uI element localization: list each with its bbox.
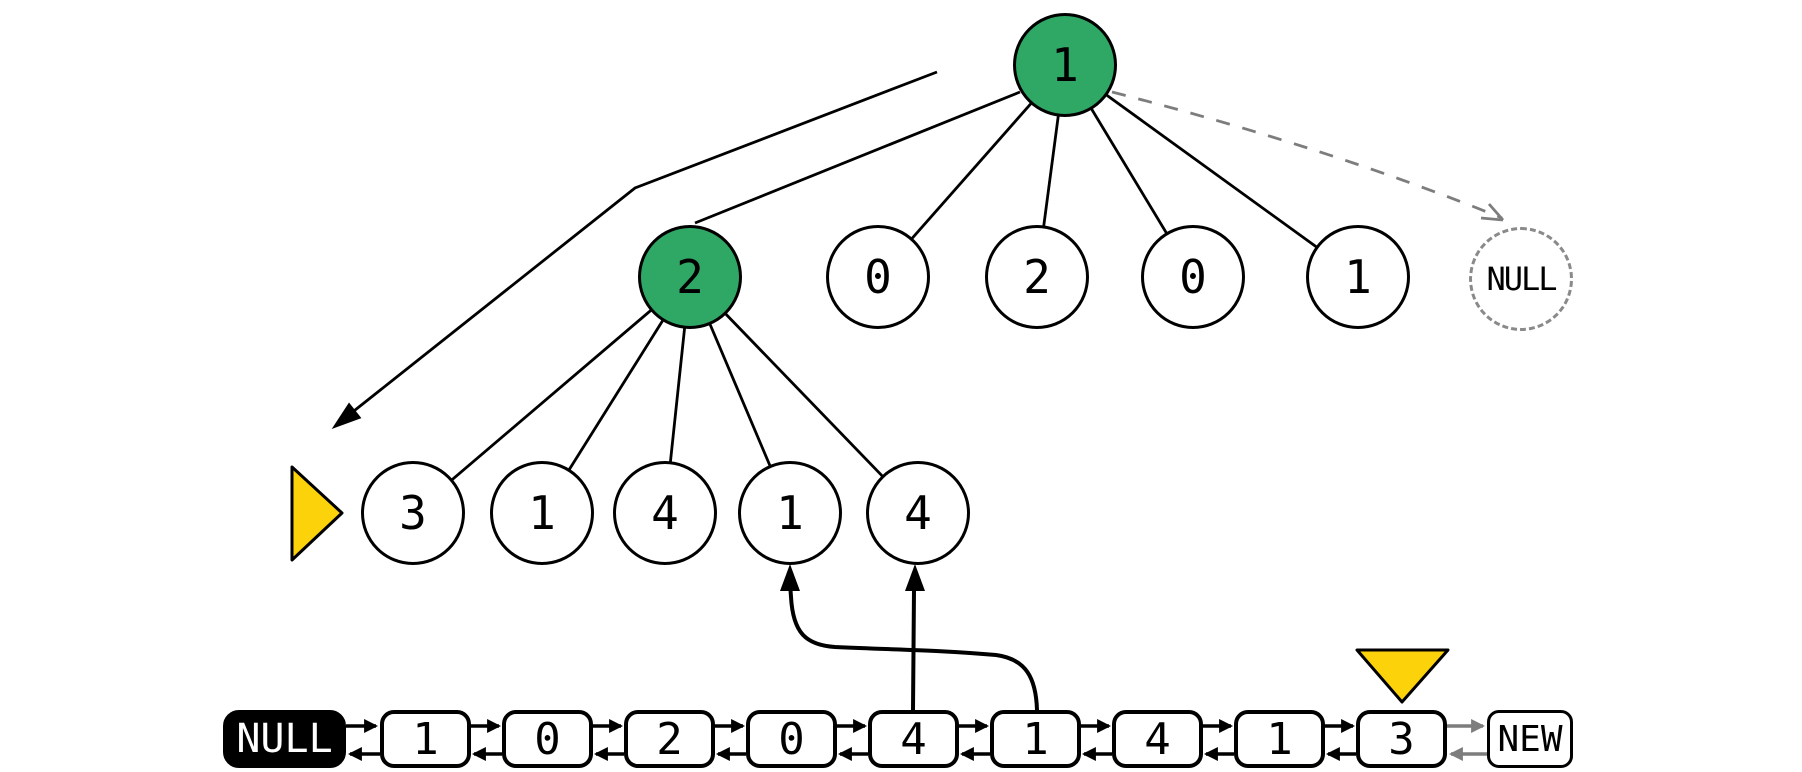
node-label: 2 xyxy=(1023,250,1051,304)
node-label: 3 xyxy=(399,486,427,540)
list-head-null: NULL xyxy=(223,710,346,768)
tree-null-placeholder: NULL xyxy=(1469,227,1573,331)
node-label: 1 xyxy=(1344,250,1372,304)
list-cell: 1 xyxy=(990,710,1081,768)
tree-node-1c: 1 xyxy=(738,461,842,565)
traversal-arrow xyxy=(331,70,938,429)
edge-node2-to-3 xyxy=(412,275,691,515)
node-label: 4 xyxy=(904,486,932,540)
list-to-tree-arrows xyxy=(788,589,1039,711)
tree-node-4b: 4 xyxy=(866,461,970,565)
traversal-arrow-line xyxy=(339,70,938,424)
list-link-arrows xyxy=(346,719,1356,761)
node-label: 1 xyxy=(1051,38,1079,92)
tree-node-3: 3 xyxy=(361,461,465,565)
up-arrowhead-icon xyxy=(905,564,925,591)
tree-node-0: 0 xyxy=(826,225,930,329)
node-label: NULL xyxy=(1486,260,1557,298)
node-label: 1 xyxy=(528,486,556,540)
arrow-list1-to-tree1-line xyxy=(788,589,1039,711)
cell-label: NEW xyxy=(1497,718,1563,760)
node-label: 0 xyxy=(864,250,892,304)
node-label: 4 xyxy=(651,486,679,540)
cell-label: 4 xyxy=(900,713,927,765)
tree-root-node: 1 xyxy=(1013,13,1117,117)
list-cell: 2 xyxy=(624,710,715,768)
cell-label: 3 xyxy=(1388,713,1415,765)
dashed-null-arrow xyxy=(1111,90,1505,222)
tree-node-2: 2 xyxy=(638,225,742,329)
traversal-arrowhead-icon xyxy=(331,402,362,429)
right-pointer-triangle-icon xyxy=(290,465,344,562)
cell-label: 1 xyxy=(412,713,439,765)
dashed-null-arrow-line xyxy=(1111,90,1503,220)
list-cell: 3 xyxy=(1356,710,1447,768)
cell-label: NULL xyxy=(236,716,333,762)
tree-node-2b: 2 xyxy=(985,225,1089,329)
cell-label: 1 xyxy=(1266,713,1293,765)
tree-node-4: 4 xyxy=(613,461,717,565)
node-label: 1 xyxy=(776,486,804,540)
cell-label: 4 xyxy=(1144,713,1171,765)
list-cell: 0 xyxy=(746,710,837,768)
node-label: 0 xyxy=(1179,250,1207,304)
list-tail-new: NEW xyxy=(1487,710,1573,768)
down-pointer-triangle-icon xyxy=(1355,648,1450,704)
cell-label: 1 xyxy=(1022,713,1049,765)
list-cell: 1 xyxy=(1234,710,1325,768)
list-cell: 1 xyxy=(380,710,471,768)
cell-label: 2 xyxy=(656,713,683,765)
up-arrowhead-icon xyxy=(780,564,800,591)
dashed-null-arrowhead-icon xyxy=(1480,203,1505,222)
list-cell: 0 xyxy=(502,710,593,768)
edge-node2-to-4b xyxy=(688,276,920,514)
edge-root-to-child1 xyxy=(1064,63,1359,279)
tree-node-0b: 0 xyxy=(1141,225,1245,329)
edge-root-to-node2 xyxy=(694,90,1021,225)
list-cell: 4 xyxy=(868,710,959,768)
node-label: 2 xyxy=(676,250,704,304)
cell-label: 0 xyxy=(534,713,561,765)
tree-node-1b: 1 xyxy=(490,461,594,565)
tree-node-1: 1 xyxy=(1306,225,1410,329)
cell-label: 0 xyxy=(778,713,805,765)
new-link-arrows xyxy=(1447,719,1487,761)
list-cell: 4 xyxy=(1112,710,1203,768)
